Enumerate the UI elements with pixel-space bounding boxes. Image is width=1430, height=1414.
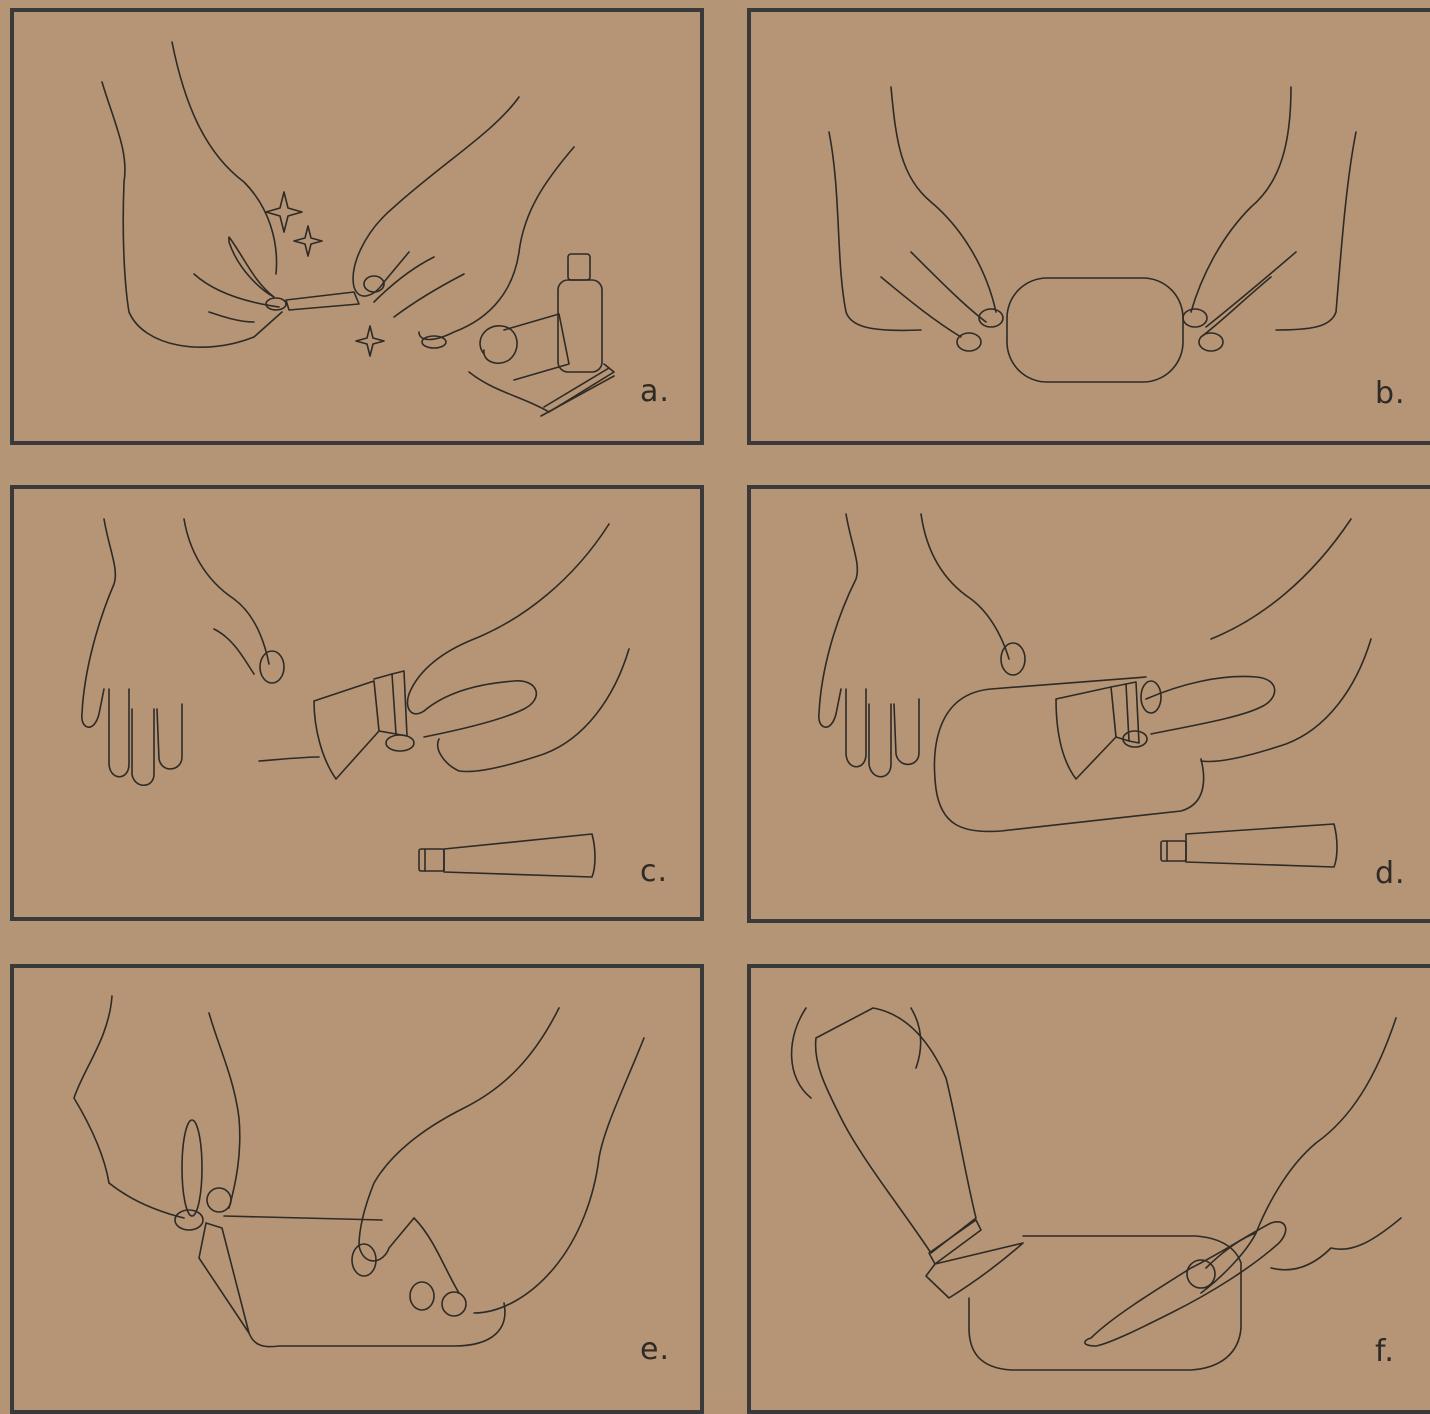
step-e-illustration xyxy=(14,968,704,1414)
step-label: c. xyxy=(640,854,668,889)
step-f-illustration xyxy=(751,968,1430,1414)
sparkle-icon xyxy=(294,226,322,256)
peel-corner-icon xyxy=(199,1223,249,1333)
hand-icon xyxy=(74,996,240,1208)
hand-icon xyxy=(792,1008,921,1098)
tube-icon xyxy=(1186,824,1337,867)
panel-e: e. xyxy=(10,964,704,1414)
panel-f: f. xyxy=(747,964,1430,1414)
tube-icon xyxy=(444,834,595,877)
step-d-illustration xyxy=(751,489,1430,923)
step-label: d. xyxy=(1375,856,1406,891)
rounded-patch-icon xyxy=(224,1216,505,1347)
rounded-patch-icon xyxy=(935,677,1204,832)
rounded-patch-icon xyxy=(1007,278,1183,382)
cleaning-strip-icon xyxy=(286,292,359,310)
hand-icon xyxy=(102,42,282,347)
panel-a: a. xyxy=(10,8,704,445)
panel-c: c. xyxy=(10,485,704,921)
hand-icon xyxy=(819,514,1009,727)
step-c-illustration xyxy=(14,489,704,921)
cup-applicator-icon xyxy=(1056,687,1116,779)
step-label: a. xyxy=(640,374,670,409)
cloth-roll-icon xyxy=(469,314,614,412)
step-label: b. xyxy=(1375,376,1406,411)
rounded-patch-icon xyxy=(969,1236,1241,1370)
step-b-illustration xyxy=(751,12,1430,445)
bottle-icon xyxy=(558,280,602,372)
step-label: f. xyxy=(1375,1334,1395,1369)
panel-b: b. xyxy=(747,8,1430,445)
sparkle-icon xyxy=(356,326,384,356)
hand-icon xyxy=(829,87,996,330)
step-label: e. xyxy=(640,1332,670,1367)
hand-icon xyxy=(82,519,269,727)
cup-applicator-icon xyxy=(816,1008,976,1253)
panel-d: d. xyxy=(747,485,1430,923)
step-a-illustration xyxy=(14,12,704,445)
cup-applicator-icon xyxy=(314,681,379,779)
